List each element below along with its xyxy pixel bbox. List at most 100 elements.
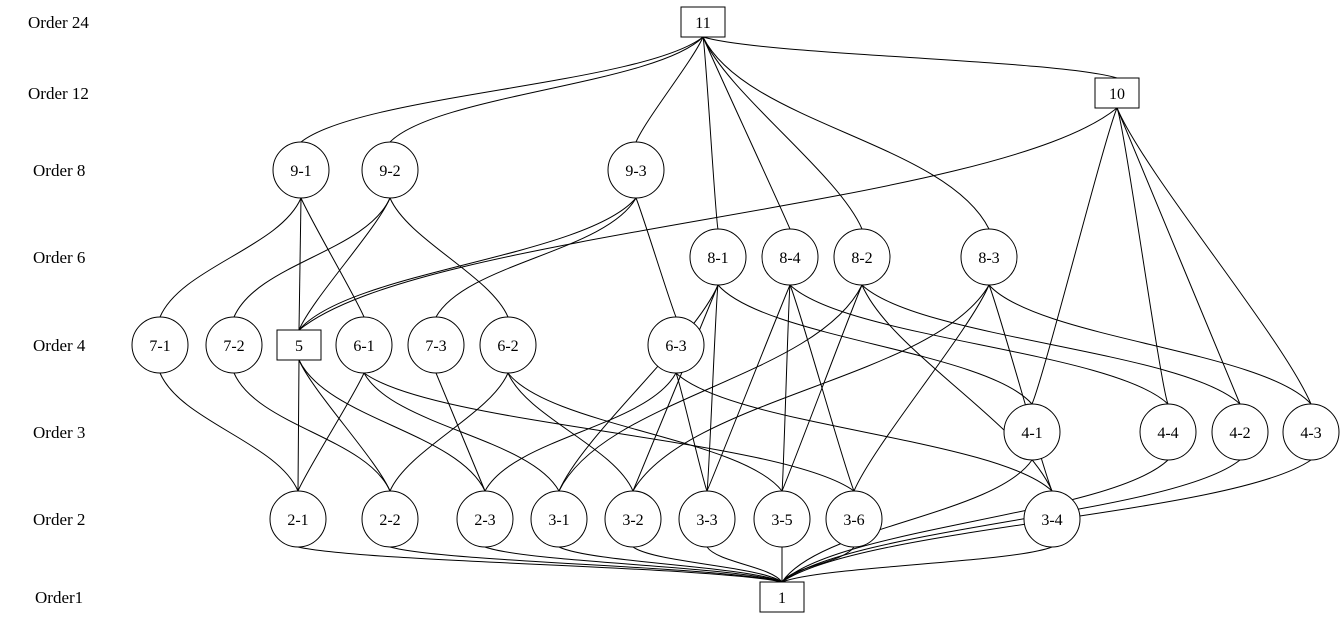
edge-8-1-to-3-1 xyxy=(558,284,719,492)
node-circle xyxy=(361,141,419,199)
node-circle xyxy=(678,490,736,548)
edge-8-2-to-4-2 xyxy=(861,284,1241,405)
edge-9-3-to-5 xyxy=(298,197,637,331)
node-circle xyxy=(335,316,393,374)
node-label: 2-1 xyxy=(287,512,308,529)
node-label: 8-1 xyxy=(707,250,728,267)
node-circle xyxy=(407,316,465,374)
edge-10-to-4-1 xyxy=(1031,107,1118,405)
edge-11-to-9-3 xyxy=(635,36,704,143)
edge-6-1-to-2-1 xyxy=(297,372,365,492)
node-label: 3-6 xyxy=(843,512,864,529)
edge-3-6-to-1 xyxy=(781,546,855,583)
node-2-3: 2-3 xyxy=(456,490,514,548)
node-box xyxy=(680,6,726,38)
node-4-2: 4-2 xyxy=(1211,403,1269,461)
node-circle xyxy=(131,316,189,374)
edge-3-2-to-1 xyxy=(632,546,783,583)
node-7-2: 7-2 xyxy=(205,316,263,374)
node-9-3: 9-3 xyxy=(607,141,665,199)
edge-8-2-to-3-5 xyxy=(781,284,863,492)
node-circle xyxy=(753,490,811,548)
node-label: 10 xyxy=(1109,86,1125,103)
node-10: 10 xyxy=(1094,77,1140,109)
node-6-2: 6-2 xyxy=(479,316,537,374)
edge-5-to-2-2 xyxy=(298,359,391,492)
node-label: 8-2 xyxy=(851,250,872,267)
edge-11-to-8-2 xyxy=(702,36,863,230)
edge-6-3-to-2-3 xyxy=(484,372,677,492)
order-labels: Order 24 Order 12 Order 8 Order 6 Order … xyxy=(28,13,89,607)
node-circle xyxy=(1003,403,1061,461)
edge-6-3-to-3-4 xyxy=(675,372,1053,492)
order-label-8: Order 8 xyxy=(33,161,85,180)
node-label: 3-1 xyxy=(548,512,569,529)
node-label: 1 xyxy=(778,590,786,607)
node-label: 4-1 xyxy=(1021,425,1042,442)
edge-8-2-to-3-1 xyxy=(558,284,863,492)
edge-11-to-10 xyxy=(702,36,1118,79)
node-label: 9-1 xyxy=(290,163,311,180)
node-label: 6-1 xyxy=(353,338,374,355)
node-box xyxy=(1094,77,1140,109)
edge-8-3-to-3-4 xyxy=(988,284,1053,492)
node-circle xyxy=(1139,403,1197,461)
edge-9-2-to-6-2 xyxy=(389,197,509,318)
edge-3-1-to-1 xyxy=(558,546,783,583)
node-8-4: 8-4 xyxy=(761,228,819,286)
edge-8-4-to-3-5 xyxy=(781,284,791,492)
node-3-2: 3-2 xyxy=(604,490,662,548)
node-label: 7-2 xyxy=(223,338,244,355)
node-circle xyxy=(825,490,883,548)
node-label: 7-3 xyxy=(425,338,446,355)
node-label: 3-4 xyxy=(1041,512,1062,529)
edge-6-2-to-3-2 xyxy=(507,372,634,492)
node-6-3: 6-3 xyxy=(647,316,705,374)
node-label: 4-3 xyxy=(1300,425,1321,442)
edge-9-1-to-6-1 xyxy=(300,197,365,318)
edge-8-3-to-3-6 xyxy=(853,284,990,492)
edge-9-1-to-7-1 xyxy=(159,197,302,318)
node-1: 1 xyxy=(759,581,805,613)
node-3-4: 3-4 xyxy=(1023,490,1081,548)
node-4-4: 4-4 xyxy=(1139,403,1197,461)
node-circle xyxy=(479,316,537,374)
edge-8-4-to-3-3 xyxy=(706,284,791,492)
node-circle xyxy=(1282,403,1340,461)
node-3-5: 3-5 xyxy=(753,490,811,548)
order-label-24: Order 24 xyxy=(28,13,89,32)
node-8-3: 8-3 xyxy=(960,228,1018,286)
node-circle xyxy=(205,316,263,374)
node-label: 9-3 xyxy=(625,163,646,180)
edge-11-to-9-2 xyxy=(389,36,704,143)
node-2-2: 2-2 xyxy=(361,490,419,548)
edge-11-to-8-1 xyxy=(702,36,719,230)
node-label: 9-2 xyxy=(379,163,400,180)
edge-7-2-to-2-2 xyxy=(233,372,391,492)
node-circle xyxy=(960,228,1018,286)
order-label-12: Order 12 xyxy=(28,84,89,103)
node-4-1: 4-1 xyxy=(1003,403,1061,461)
edge-6-2-to-2-2 xyxy=(389,372,509,492)
edge-10-to-5 xyxy=(298,107,1118,331)
edge-9-3-to-7-3 xyxy=(435,197,637,318)
node-label: 11 xyxy=(695,15,710,32)
node-circle xyxy=(604,490,662,548)
node-circle xyxy=(689,228,747,286)
edge-5-to-2-1 xyxy=(297,359,300,492)
edge-9-2-to-7-2 xyxy=(233,197,391,318)
node-8-2: 8-2 xyxy=(833,228,891,286)
edge-4-1-to-1 xyxy=(781,459,1033,583)
edge-8-1-to-3-2 xyxy=(632,284,719,492)
edge-6-3-to-3-3 xyxy=(675,372,708,492)
edge-8-4-to-4-4 xyxy=(789,284,1169,405)
node-box xyxy=(276,329,322,361)
edge-8-1-to-4-1 xyxy=(717,284,1033,405)
node-3-6: 3-6 xyxy=(825,490,883,548)
order-label-1: Order1 xyxy=(35,588,83,607)
edge-8-2-to-3-4 xyxy=(861,284,1053,492)
edge-7-1-to-2-1 xyxy=(159,372,299,492)
node-circle xyxy=(1211,403,1269,461)
